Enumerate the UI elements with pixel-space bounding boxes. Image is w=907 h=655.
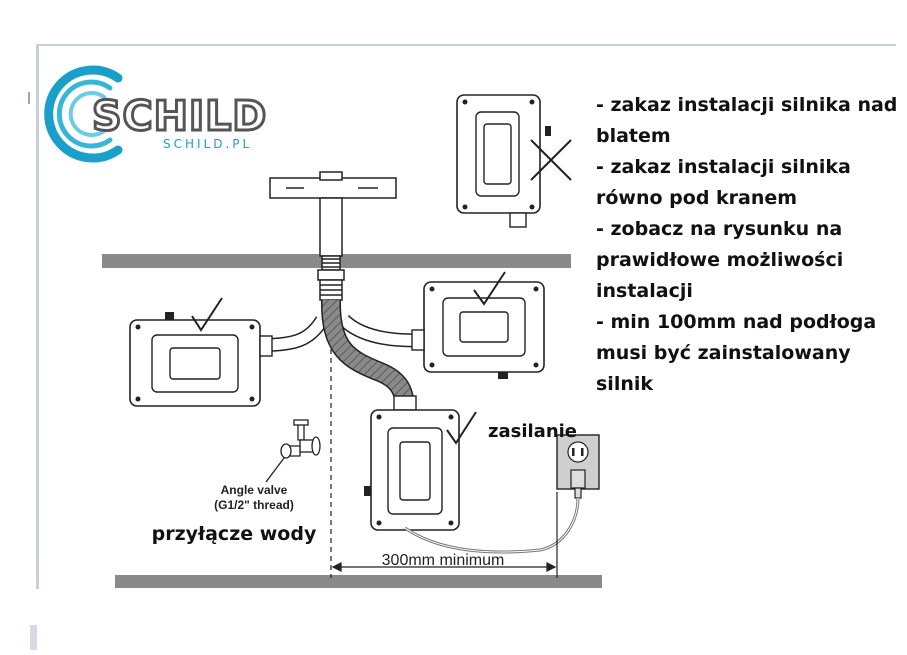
floor-shelf <box>115 575 602 588</box>
plug-icon <box>570 469 586 499</box>
check-icon <box>473 271 506 306</box>
angle-valve-thread-label: (G1/2" thread) <box>214 498 294 512</box>
motor-unit-bottom <box>364 395 477 531</box>
water-connection-label: przyłącze wody <box>152 523 317 545</box>
rule-line: - zakaz instalacji silnika nad <box>596 94 898 116</box>
dimension-marker <box>331 492 558 578</box>
motor-unit-left <box>129 297 273 407</box>
logo-domain: SCHILD.PL <box>163 137 252 151</box>
check-icon <box>191 297 223 332</box>
rule-line: - zakaz instalacji silnika <box>596 156 851 178</box>
logo-swoosh-icon <box>44 65 123 163</box>
angle-valve-label: Angle valve <box>221 483 288 497</box>
logo-brand: SCHILD <box>92 92 267 140</box>
rule-line: - min 100mm nad podłoga <box>596 311 877 333</box>
rule-line: prawidłowe możliwości <box>596 249 844 271</box>
rule-line: musi być zainstalowany <box>596 342 851 364</box>
hoses <box>261 299 426 411</box>
motor-unit-right <box>411 271 545 379</box>
min-distance-label: 300mm minimum <box>382 552 505 569</box>
schild-logo: SCHILD SCHILD.PL <box>44 65 268 163</box>
angle-valve-icon <box>265 419 321 483</box>
cross-icon <box>530 139 572 181</box>
installation-rules: - zakaz instalacji silnika nad blatem - … <box>596 90 901 400</box>
rule-line: - zobacz na rysunku na <box>596 218 843 240</box>
power-socket-icon <box>556 434 600 490</box>
rule-line: równo pod kranem <box>596 187 798 209</box>
power-label: zasilanie <box>488 421 577 442</box>
rule-line: blatem <box>596 125 671 147</box>
rule-line: instalacji <box>596 280 693 302</box>
motor-unit-crossed <box>456 94 572 228</box>
faucet <box>269 171 397 301</box>
rule-line: silnik <box>596 373 654 395</box>
check-icon <box>446 411 477 445</box>
frame-border <box>28 44 896 650</box>
